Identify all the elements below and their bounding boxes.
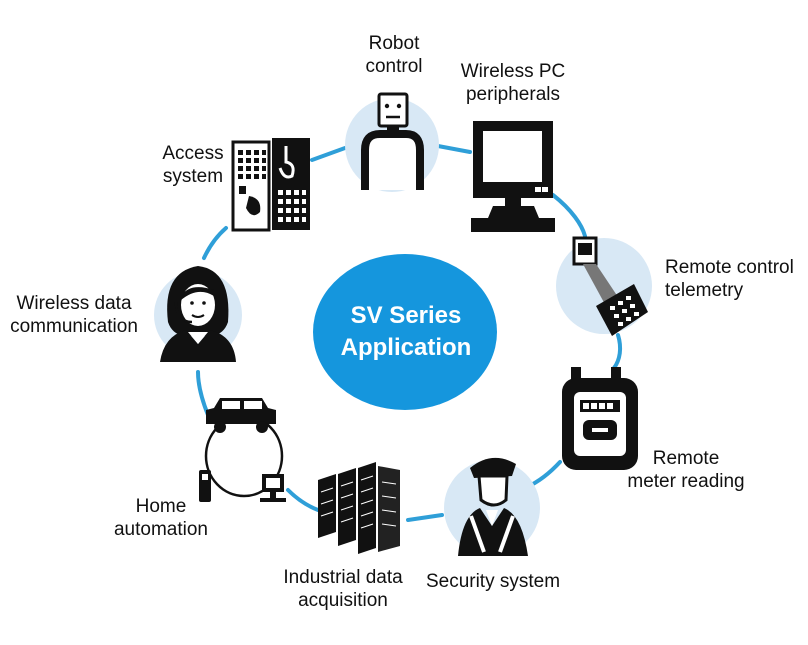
center-title-line-1: SV Series: [350, 302, 462, 329]
utility-meter-icon: [562, 367, 638, 470]
computer-monitor-icon: [471, 121, 555, 232]
connector-robot-pc: [436, 144, 472, 154]
label-remote-meter: Remote meter reading: [627, 447, 744, 493]
robot-icon: [345, 92, 439, 192]
home-network-icon: [199, 398, 286, 502]
label-line: control: [365, 56, 423, 77]
label-line: Home: [135, 496, 187, 517]
connector-wireless-access: [202, 226, 228, 260]
label-line: peripherals: [465, 84, 560, 105]
label-access: Access system: [162, 142, 223, 188]
connector-access-robot: [310, 146, 347, 162]
label-line: Remote: [652, 448, 720, 469]
connector-industrial-home: [286, 488, 320, 512]
label-line: Robot: [368, 33, 420, 54]
label-security: Security system: [426, 570, 560, 593]
center-ellipse: [313, 254, 497, 410]
center-title: SV Series Application: [312, 256, 500, 408]
connector-pc-remote: [551, 193, 587, 238]
label-line: Wireless PC: [460, 61, 566, 82]
label-wireless-data: Wireless data communication: [10, 292, 138, 338]
label-line: automation: [113, 519, 209, 540]
connector-security-industrial: [406, 513, 444, 522]
connector-ring: [196, 144, 623, 522]
label-line: Security system: [425, 571, 561, 592]
connector-remote-meter: [612, 333, 623, 370]
security-guard-icon: [444, 457, 540, 556]
label-line: Remote control: [665, 257, 794, 278]
connector-home-wireless: [196, 370, 210, 417]
label-remote-control: Remote control telemetry: [665, 256, 794, 302]
label-line: telemetry: [665, 280, 744, 301]
label-line: Access: [162, 143, 224, 164]
label-line: communication: [10, 316, 138, 337]
headset-operator-icon: [154, 266, 242, 362]
label-line: system: [162, 166, 224, 187]
label-wireless-pc: Wireless PC peripherals: [461, 60, 566, 106]
label-line: Wireless data: [16, 293, 132, 314]
remote-terminal-icon: [556, 236, 652, 336]
label-line: meter reading: [627, 471, 745, 492]
label-line: acquisition: [298, 590, 388, 611]
label-industrial: Industrial data acquisition: [283, 566, 402, 612]
server-rack-icon: [318, 462, 400, 554]
label-line: Industrial data: [283, 567, 403, 588]
label-robot-control: Robot control: [365, 32, 422, 78]
label-home: Home automation: [114, 495, 208, 541]
access-keypad-icon: [231, 138, 310, 232]
center-title-line-2: Application: [340, 334, 472, 361]
